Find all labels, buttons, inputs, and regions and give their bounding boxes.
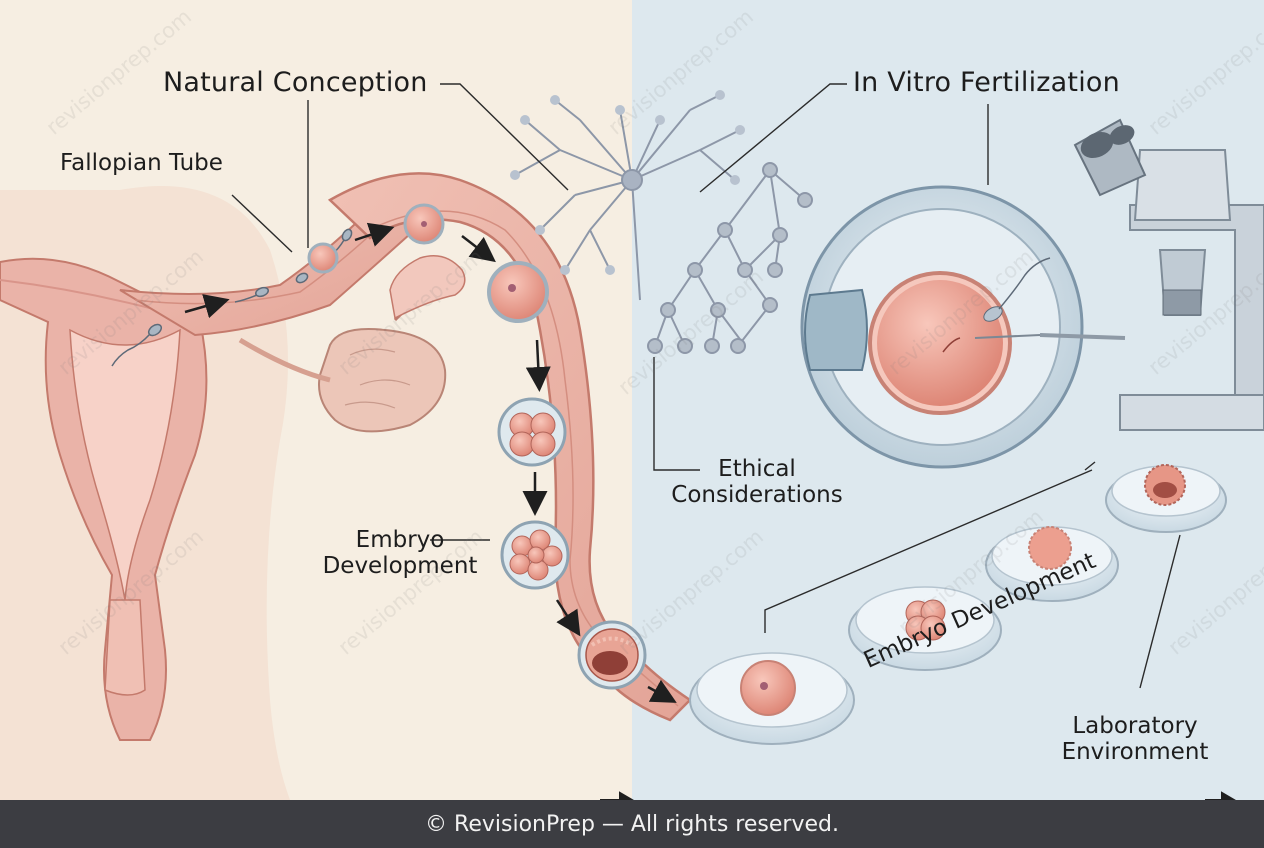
embryo-development-label-natural: Embryo Development bbox=[322, 527, 478, 580]
footer-bar bbox=[0, 800, 1264, 848]
ethics-network-icon bbox=[510, 90, 745, 301]
ethical-considerations-label: Ethical Considerations bbox=[671, 456, 843, 509]
embryo-stages-natural bbox=[307, 203, 647, 690]
uterus-illustration bbox=[0, 257, 208, 741]
laboratory-environment-label: Laboratory Environment bbox=[1061, 713, 1209, 766]
decision-tree-icon bbox=[647, 162, 813, 354]
tube-arrows-late bbox=[461, 235, 677, 703]
petri-dishes bbox=[689, 464, 1227, 745]
copyright-text: © RevisionPrep — All rights reserved. bbox=[425, 812, 839, 837]
ovary bbox=[238, 288, 447, 433]
natural-conception-title: Natural Conception bbox=[163, 67, 428, 98]
sperm-natural bbox=[111, 228, 353, 367]
microscope-illustration bbox=[1073, 118, 1264, 431]
fallopian-tube-label: Fallopian Tube bbox=[60, 150, 223, 176]
leader-lines bbox=[231, 83, 1181, 689]
ivf-magnified-view bbox=[800, 185, 1126, 469]
tube-arrows-early bbox=[184, 222, 395, 319]
ivf-title: In Vitro Fertilization bbox=[853, 67, 1120, 98]
